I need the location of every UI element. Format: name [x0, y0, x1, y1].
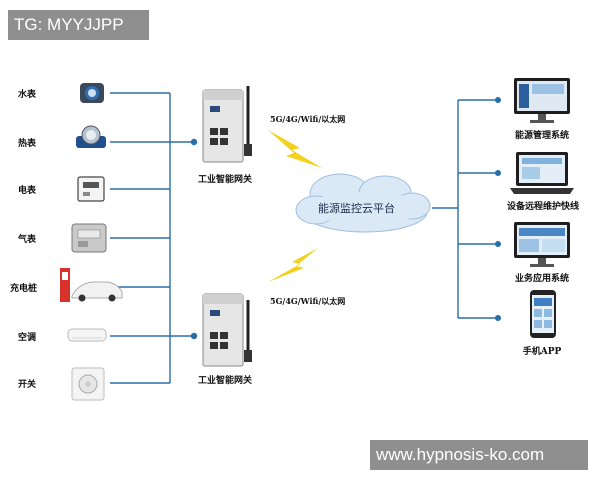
gateway-device-top [202, 86, 252, 163]
device-label-gas-meter: 气表 [18, 235, 37, 245]
system-label-remote-maintenance: 设备远程维护快线 [506, 202, 579, 212]
switch-icon [71, 367, 105, 401]
left-connectors [110, 92, 194, 384]
watermark-top: TG: MYYJJPP [8, 10, 149, 40]
lightning-icon-bottom [268, 248, 318, 282]
device-label-charging-pile: 充电桩 [10, 284, 38, 294]
cloud-icon [295, 173, 431, 233]
electric-meter-icon [77, 176, 105, 202]
charging-pile-icon [60, 268, 123, 302]
system-label-business-app: 业务应用系统 [514, 274, 569, 284]
network-label-bottom: 5G/4G/Wifi/以太网 [270, 296, 346, 306]
heat-meter-icon [76, 125, 106, 148]
system-label-energy-management: 能源管理系统 [514, 131, 569, 141]
watermark-bottom: www.hypnosis-ko.com [370, 440, 588, 470]
device-label-air-conditioner: 空调 [18, 333, 37, 343]
gateway-device-bottom [202, 293, 252, 367]
system-node-2 [495, 170, 501, 176]
lightning-icon-top [268, 130, 322, 168]
monitor-icon [514, 78, 570, 123]
device-label-water-meter: 水表 [18, 90, 37, 100]
laptop-icon [510, 152, 574, 194]
phone-icon [530, 290, 556, 338]
gateway-label-bottom: 工业智能网关 [198, 376, 253, 386]
gas-meter-icon [71, 223, 107, 253]
device-label-switch: 开关 [18, 380, 37, 390]
gateway-node-top [190, 138, 198, 146]
monitor-icon [514, 222, 570, 267]
system-node-4 [495, 315, 501, 321]
gateway-label-top: 工业智能网关 [198, 175, 253, 185]
water-meter-icon [80, 83, 104, 103]
right-connectors [432, 99, 498, 319]
air-conditioner-icon [67, 328, 107, 342]
system-node-3 [495, 241, 501, 247]
device-label-heat-meter: 热表 [18, 139, 37, 149]
network-label-top: 5G/4G/Wifi/以太网 [270, 114, 346, 124]
cloud-platform-label: 能源监控云平台 [318, 202, 395, 215]
gateway-node-bottom [190, 332, 198, 340]
device-label-electric-meter: 电表 [18, 186, 37, 196]
system-node-1 [495, 97, 501, 103]
system-label-mobile-app: 手机APP [522, 347, 562, 357]
